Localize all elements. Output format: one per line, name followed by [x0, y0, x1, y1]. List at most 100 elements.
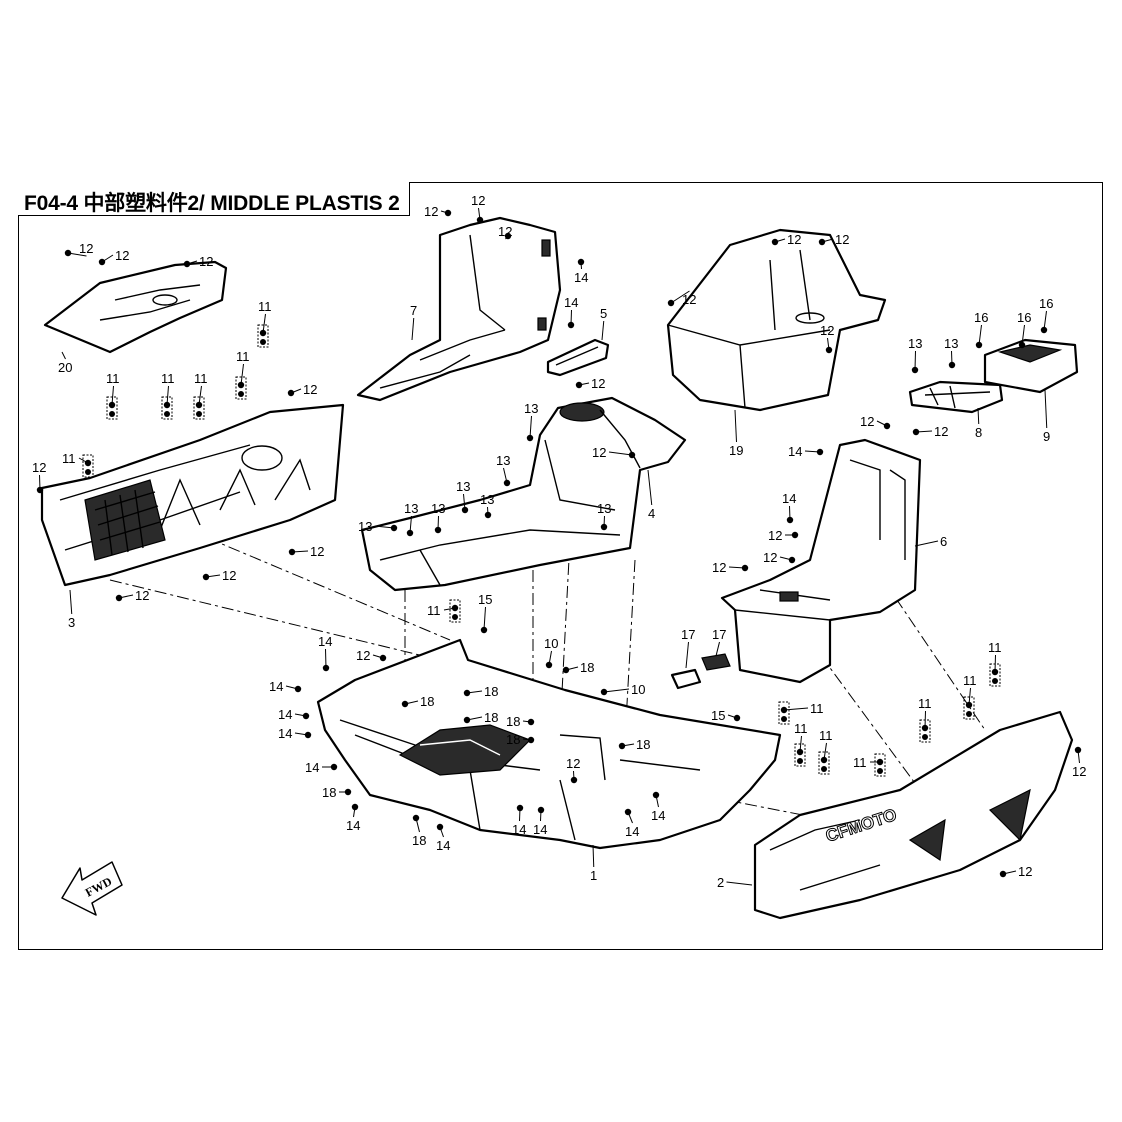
callout-18: 18: [322, 785, 336, 800]
callout-12: 12: [835, 232, 849, 247]
callout-14: 14: [651, 808, 665, 823]
callout-12: 12: [787, 232, 801, 247]
callout-12: 12: [115, 248, 129, 263]
callout-14: 14: [318, 634, 332, 649]
callout-leader: [627, 811, 633, 824]
callout-leader: [443, 607, 456, 611]
callout-leader: [466, 690, 483, 694]
callout-leader: [67, 252, 87, 257]
callout-18: 18: [412, 833, 426, 848]
callout-2: 2: [717, 875, 724, 890]
clip-group-icon: [257, 324, 269, 348]
callout-leader: [291, 550, 309, 553]
callout-12: 12: [566, 756, 580, 771]
callout-14: 14: [346, 818, 360, 833]
callout-leader: [621, 743, 635, 747]
diagram-frame: [18, 182, 1103, 950]
fastener-icon: [164, 411, 170, 417]
callout-11: 11: [161, 371, 175, 386]
fastener-icon: [992, 678, 998, 684]
clip-group-icon: [818, 751, 830, 775]
callout-leader: [977, 407, 980, 425]
callout-leader: [522, 720, 532, 723]
callout-leader: [118, 594, 134, 599]
callout-11: 11: [427, 603, 441, 618]
fastener-icon: [452, 614, 458, 620]
callout-leader: [670, 290, 690, 304]
callout-leader: [290, 388, 302, 394]
callout-leader: [285, 685, 299, 690]
callout-11: 11: [258, 299, 272, 314]
callout-leader: [823, 742, 827, 761]
callout-leader: [914, 540, 939, 547]
callout-11: 11: [236, 349, 250, 364]
callout-13: 13: [908, 336, 922, 351]
callout-leader: [592, 844, 595, 868]
callout-leader: [978, 324, 982, 346]
callout-13: 13: [456, 479, 470, 494]
callout-leader: [503, 467, 508, 484]
callout-leader: [728, 566, 746, 569]
callout-leader: [804, 450, 821, 453]
callout-leader: [799, 735, 802, 753]
callout-leader: [69, 589, 73, 615]
part-9-tray-lid: [983, 338, 1079, 394]
callout-leader: [774, 238, 786, 243]
callout-leader: [924, 710, 926, 729]
fastener-icon: [797, 758, 803, 764]
callout-11: 11: [918, 696, 932, 711]
part-1-floor-pan: [316, 638, 782, 850]
callout-leader: [374, 525, 395, 529]
clip-group-icon: [235, 376, 247, 400]
callout-leader: [578, 382, 590, 386]
callout-16: 16: [1017, 310, 1031, 325]
callout-7: 7: [410, 303, 417, 318]
clip-group-icon: [82, 454, 94, 478]
callout-leader: [61, 351, 66, 360]
callout-leader: [505, 235, 509, 240]
callout-14: 14: [788, 444, 802, 459]
callout-leader: [198, 385, 202, 406]
part-19-storage-tub: [666, 228, 887, 412]
callout-leader: [478, 207, 481, 221]
callout-leader: [994, 654, 996, 673]
callout-leader: [487, 506, 489, 516]
clip-group-icon: [794, 743, 806, 767]
callout-12: 12: [79, 241, 93, 256]
callout-leader: [463, 493, 466, 511]
callout-8: 8: [975, 425, 982, 440]
callout-12: 12: [310, 544, 324, 559]
callout-14: 14: [512, 822, 526, 837]
callout-12: 12: [471, 193, 485, 208]
callout-11: 11: [988, 640, 1002, 655]
callout-leader: [565, 666, 579, 671]
part-7-console-side: [356, 216, 562, 402]
callout-leader: [1021, 324, 1025, 346]
part-5-grab-handle: [546, 338, 610, 377]
callout-leader: [608, 451, 633, 456]
callout-leader: [715, 641, 720, 657]
callout-18: 18: [636, 737, 650, 752]
callout-12: 12: [498, 224, 512, 239]
callout-12: 12: [592, 445, 606, 460]
callout-leader: [415, 817, 420, 833]
part-17-pad-a: [670, 668, 702, 690]
callout-leader: [39, 474, 41, 491]
callout-12: 12: [712, 560, 726, 575]
callout-3: 3: [68, 615, 75, 630]
callout-leader: [439, 826, 444, 838]
callout-1: 1: [590, 868, 597, 883]
callout-11: 11: [794, 721, 808, 736]
callout-leader: [1044, 389, 1048, 429]
callout-leader: [783, 707, 809, 711]
callout-leader: [205, 574, 221, 578]
callout-13: 13: [404, 501, 418, 516]
callout-14: 14: [782, 491, 796, 506]
callout-13: 13: [480, 492, 494, 507]
callout-10: 10: [544, 636, 558, 651]
callout-9: 9: [1043, 429, 1050, 444]
fastener-icon: [260, 339, 266, 345]
callout-leader: [294, 732, 309, 736]
callout-5: 5: [600, 306, 607, 321]
